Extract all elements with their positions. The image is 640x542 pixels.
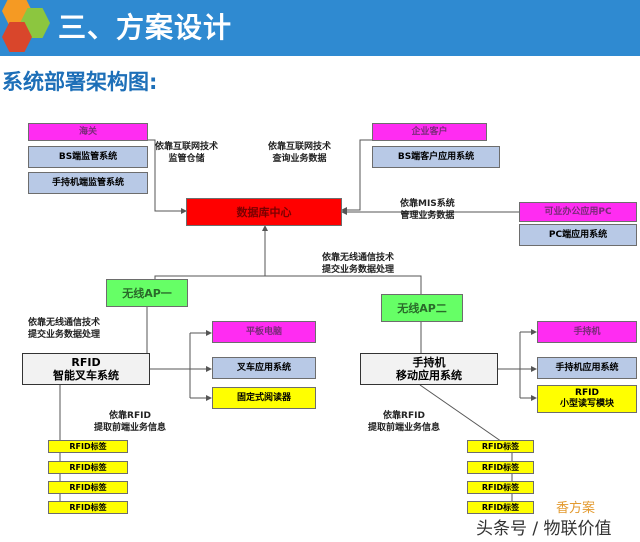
rfid-tag-right-4: RFID标签 — [467, 501, 534, 514]
wireless-ap-1: 无线AP一 — [106, 279, 188, 307]
rfid-tag-left-2: RFID标签 — [48, 461, 128, 474]
note-wireless-left: 依靠无线通信技术 提交业务数据处理 — [28, 318, 101, 340]
rfid-tag-left-3: RFID标签 — [48, 481, 128, 494]
pc-app-system: PC端应用系统 — [519, 224, 637, 246]
fixed-reader-node: 固定式阅读器 — [212, 387, 316, 409]
hexagon-red-icon — [2, 22, 32, 52]
handheld-node: 手持机 — [537, 321, 637, 343]
handheld-mobile-line1: 手持机 — [412, 356, 446, 369]
handheld-customs-system: 手持机端监管系统 — [28, 172, 148, 194]
tablet-node: 平板电脑 — [212, 321, 316, 343]
office-pc-node: 可业办公应用PC — [519, 202, 637, 222]
watermark-brand: 香方案 — [556, 501, 596, 516]
bs-client-system: BS端客户应用系统 — [372, 146, 500, 168]
enterprise-client-node: 企业客户 — [372, 123, 487, 141]
rfid-module-line2: 小型读写模块 — [559, 399, 614, 409]
line-client-to-center — [341, 139, 372, 213]
handheld-app-system: 手持机应用系统 — [537, 357, 637, 379]
line-customs-to-center — [148, 139, 187, 214]
wireless-ap-2: 无线AP二 — [381, 294, 463, 322]
data-center-node: 数据库中心 — [186, 198, 342, 226]
rfid-tag-right-1: RFID标签 — [467, 440, 534, 453]
header-banner: 三、方案设计 — [0, 0, 640, 56]
rfid-tag-right-2: RFID标签 — [467, 461, 534, 474]
diagram-subtitle: 系统部署架构图: — [2, 70, 158, 94]
rfid-tag-left-4: RFID标签 — [48, 501, 128, 514]
line-handheld-to-tags — [419, 384, 509, 447]
handheld-mobile-system: 手持机 移动应用系统 — [360, 353, 498, 385]
note-rfid-left: 依靠RFID 提取前端业务信息 — [94, 411, 167, 433]
line-ap2-to-center — [265, 275, 422, 294]
bs-customs-system: BS端监管系统 — [28, 146, 148, 168]
note-wireless-top: 依靠无线通信技术 提交业务数据处理 — [322, 253, 395, 275]
page-title: 三、方案设计 — [58, 11, 233, 44]
rfid-forklift-line2: 智能叉车系统 — [53, 369, 119, 382]
note-rfid-right: 依靠RFID 提取前端业务信息 — [368, 411, 441, 433]
line-tag-branches-right — [512, 445, 534, 508]
rfid-tag-left-1: RFID标签 — [48, 440, 128, 453]
rfid-module-node: RFID 小型读写模块 — [537, 385, 637, 413]
forklift-app-system: 叉车应用系统 — [212, 357, 316, 379]
note-customs-link: 依靠互联网技术 监管仓储 — [155, 142, 219, 164]
rfid-tag-right-3: RFID标签 — [467, 481, 534, 494]
rfid-forklift-line1: RFID — [71, 356, 101, 369]
rfid-forklift-system: RFID 智能叉车系统 — [22, 353, 150, 385]
watermark-account: 头条号 / 物联价值 — [476, 519, 612, 539]
note-mis-link: 依靠MIS系统 管理业务数据 — [400, 199, 455, 221]
handheld-mobile-line2: 移动应用系统 — [396, 369, 462, 382]
rfid-module-line1: RFID — [575, 388, 599, 398]
note-client-link: 依靠互联网技术 查询业务数据 — [268, 142, 332, 164]
line-tag-branches-left — [48, 445, 60, 508]
customs-node: 海关 — [28, 123, 148, 141]
